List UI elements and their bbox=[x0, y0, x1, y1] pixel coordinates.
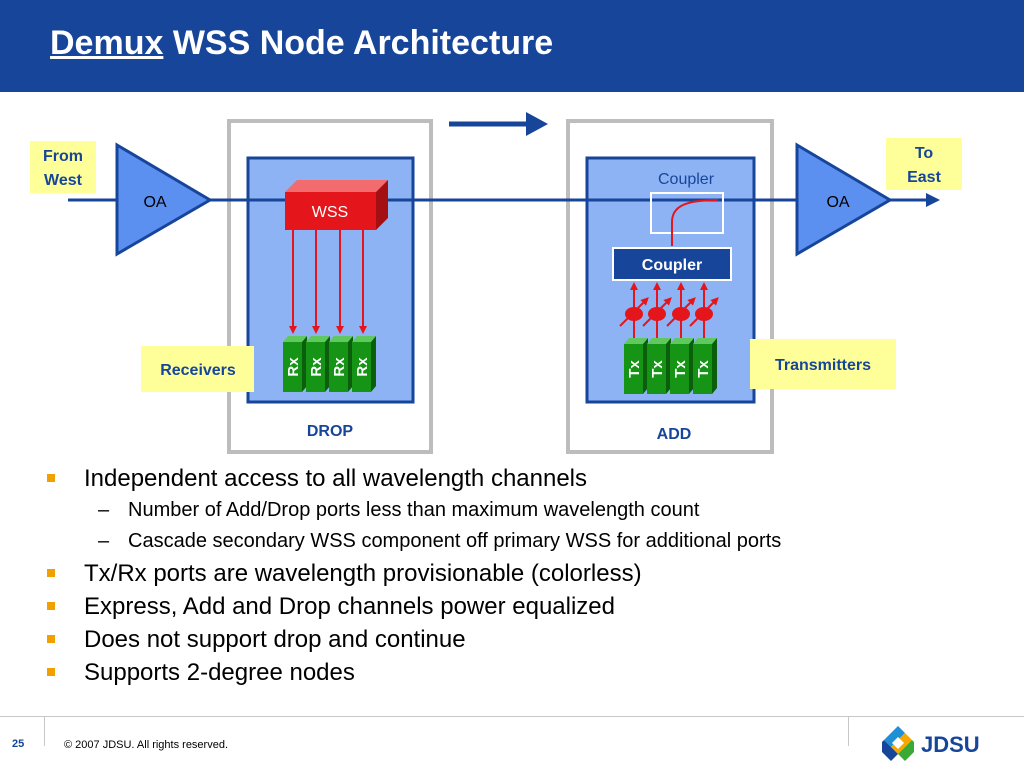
coupler-top-label: Coupler bbox=[658, 171, 715, 188]
tx-ports bbox=[624, 338, 717, 394]
from-west-line1: From bbox=[43, 148, 83, 165]
bullet-list: Independent access to all wavelength cha… bbox=[44, 462, 1004, 689]
jdsu-logo-mark-icon bbox=[882, 726, 914, 761]
transmitters-label: Transmitters bbox=[775, 357, 871, 374]
page-number: 25 bbox=[12, 738, 25, 750]
rx-label: Rx bbox=[308, 357, 325, 377]
east-arrowhead bbox=[926, 193, 940, 207]
receivers-box bbox=[141, 346, 254, 392]
coupler-top-box bbox=[650, 192, 724, 234]
tx-port bbox=[670, 338, 694, 394]
to-east-box bbox=[886, 138, 962, 190]
to-east-line2: East bbox=[907, 169, 941, 186]
bullet-square-icon bbox=[47, 474, 55, 482]
receivers-label: Receivers bbox=[160, 362, 236, 379]
jdsu-logo-text: JDSU bbox=[921, 732, 980, 757]
sub-bullet-item: –Cascade secondary WSS component off pri… bbox=[44, 526, 1004, 557]
rx-port bbox=[306, 336, 330, 392]
bullet-text: Express, Add and Drop channels power equ… bbox=[84, 593, 615, 620]
attenuator-icon bbox=[689, 297, 719, 327]
drop-frame bbox=[227, 119, 433, 454]
attenuator-icon bbox=[666, 297, 696, 327]
bullet-text: Independent access to all wavelength cha… bbox=[84, 465, 588, 492]
jdsu-logo: JDSU bbox=[882, 726, 980, 761]
oa-left-amplifier bbox=[115, 142, 213, 257]
tx-label: Tx bbox=[649, 360, 666, 378]
tx-port bbox=[624, 338, 648, 394]
sub-bullet-item: –Number of Add/Drop ports less than maxi… bbox=[44, 495, 1004, 526]
wss-block bbox=[285, 180, 388, 230]
rx-label: Rx bbox=[285, 357, 302, 377]
bullet-square-icon bbox=[47, 602, 55, 610]
attenuator-icon bbox=[642, 297, 672, 327]
from-west-line2: West bbox=[44, 172, 83, 189]
rx-port bbox=[283, 336, 307, 392]
footer-divider bbox=[0, 716, 1024, 717]
bullet-item: Independent access to all wavelength cha… bbox=[44, 462, 1004, 495]
sub-bullet-dash: – bbox=[98, 499, 110, 521]
rx-label: Rx bbox=[354, 357, 371, 377]
coupler-tap-line bbox=[671, 199, 719, 246]
transmitters-box bbox=[750, 339, 896, 389]
footer-separator bbox=[44, 716, 45, 746]
title-rest: WSS Node Architecture bbox=[163, 24, 554, 62]
sub-bullet-dash: – bbox=[98, 530, 110, 552]
coupler-box bbox=[612, 247, 732, 281]
to-east-line1: To bbox=[915, 145, 934, 162]
oa-right-label: OA bbox=[826, 194, 849, 211]
attenuator-icon bbox=[619, 297, 649, 327]
bullet-text: Supports 2-degree nodes bbox=[84, 659, 355, 686]
tx-port bbox=[647, 338, 671, 394]
rx-label: Rx bbox=[331, 357, 348, 377]
tx-label: Tx bbox=[626, 360, 643, 378]
oa-right-amplifier bbox=[795, 142, 893, 257]
sub-bullet-text: Number of Add/Drop ports less than maxim… bbox=[128, 499, 700, 521]
bullet-item: Express, Add and Drop channels power equ… bbox=[44, 590, 1004, 623]
title-underlined-word: Demux bbox=[50, 24, 164, 62]
attenuators bbox=[619, 297, 719, 327]
rx-port bbox=[329, 336, 353, 392]
bullet-square-icon bbox=[47, 635, 55, 643]
node-architecture-diagram: OA OA From West To East WSS bbox=[30, 112, 962, 454]
wss-drop-lines bbox=[289, 230, 367, 334]
tx-port bbox=[693, 338, 717, 394]
bullet-square-icon bbox=[47, 569, 55, 577]
footer-separator bbox=[848, 716, 849, 746]
bullet-square-icon bbox=[47, 668, 55, 676]
title-bar bbox=[0, 0, 1024, 92]
from-west-box bbox=[30, 141, 96, 193]
add-frame bbox=[566, 119, 774, 454]
copyright-text: © 2007 JDSU. All rights reserved. bbox=[64, 739, 229, 751]
add-label: ADD bbox=[657, 426, 692, 443]
tx-label: Tx bbox=[672, 360, 689, 378]
wss-label: WSS bbox=[312, 204, 348, 221]
rx-ports bbox=[283, 336, 376, 392]
bullet-item: Tx/Rx ports are wavelength provisionable… bbox=[44, 557, 1004, 590]
drop-label: DROP bbox=[307, 423, 354, 440]
sub-bullet-text: Cascade secondary WSS component off prim… bbox=[128, 530, 782, 552]
rx-port bbox=[352, 336, 376, 392]
bullet-item: Does not support drop and continue bbox=[44, 623, 1004, 656]
bullet-text: Does not support drop and continue bbox=[84, 626, 466, 653]
tx-label: Tx bbox=[695, 360, 712, 378]
slide-title: Demux WSS Node Architecture bbox=[50, 24, 553, 63]
bullet-text: Tx/Rx ports are wavelength provisionable… bbox=[84, 560, 642, 587]
direction-arrow bbox=[449, 112, 548, 136]
oa-left-label: OA bbox=[143, 194, 166, 211]
coupler-box-label: Coupler bbox=[642, 257, 702, 274]
bullet-item: Supports 2-degree nodes bbox=[44, 656, 1004, 689]
